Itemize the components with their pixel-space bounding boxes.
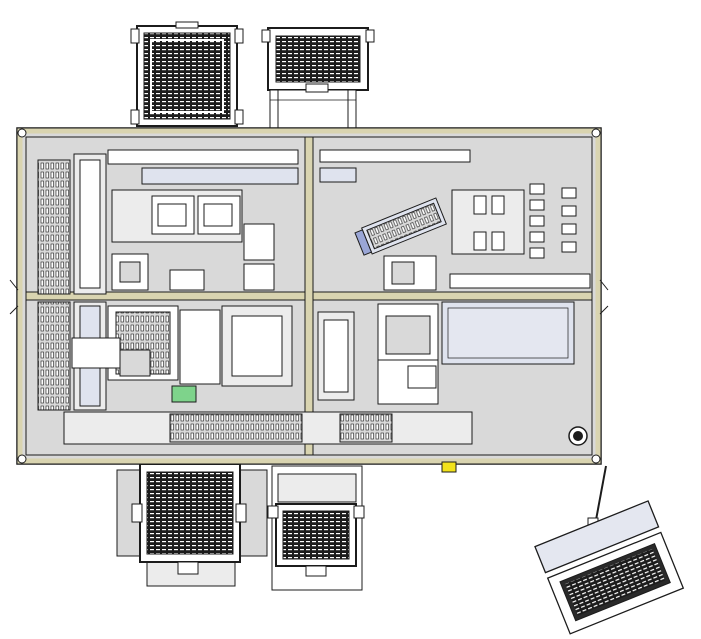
rotary-unit (354, 197, 447, 291)
status-indicator (171, 385, 197, 403)
fixture-plate (111, 189, 275, 291)
control-panel (441, 183, 591, 446)
tray-stack-top-right (261, 27, 375, 131)
bottom-rail (63, 411, 473, 473)
top-rail (107, 149, 471, 185)
tray-stack-top-left (130, 21, 244, 141)
operator-terminal (534, 465, 685, 635)
transfer-mechanism (317, 303, 439, 405)
tray-stack-bottom-right (267, 465, 365, 591)
tray-stack-bottom-left (116, 463, 268, 587)
manipulator (71, 305, 293, 403)
